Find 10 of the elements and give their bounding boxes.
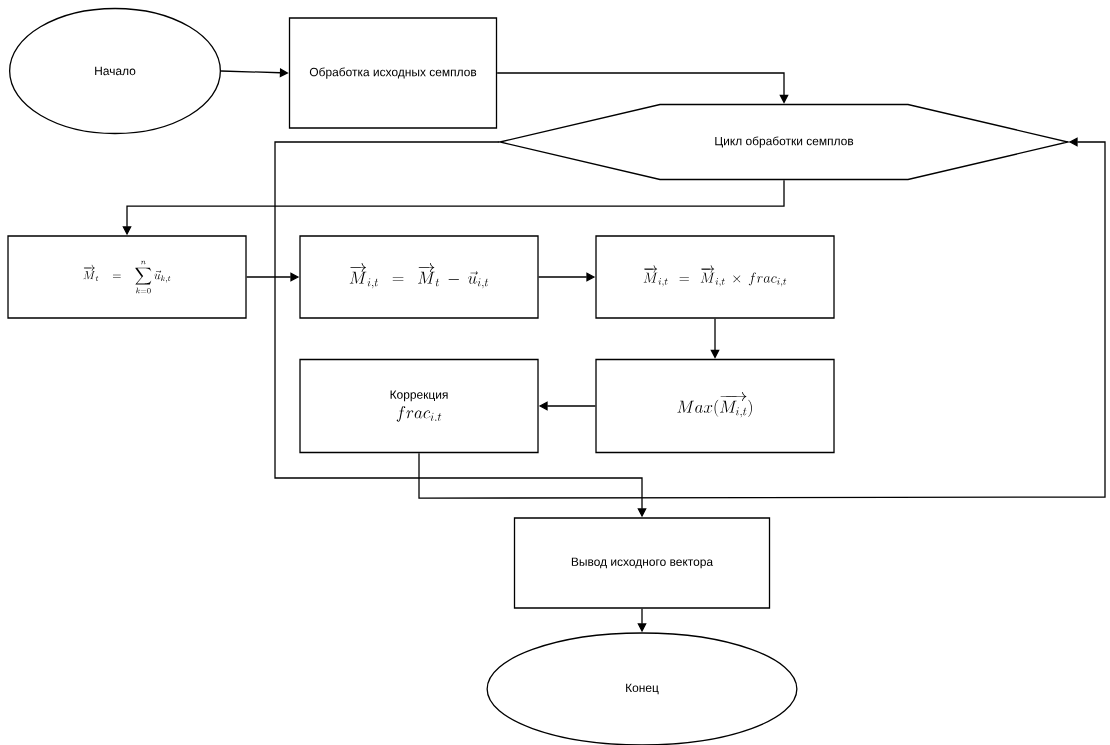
process-box: Коррекция $frac_{i.t}$ <box>299 358 539 454</box>
process-box: $\overrightarrow{M}_{i,t}=\overrightarrow{M}_{i,t}\times frac_{i,t}$ <box>595 235 835 319</box>
arrow <box>418 137 1106 499</box>
arrow <box>710 318 720 359</box>
arrow <box>496 72 789 104</box>
process-box: Обработка исходных семплов <box>288 17 498 129</box>
process-box: Вывод исходного вектора <box>513 517 771 609</box>
process-box: $\overrightarrow{M}_{i,t}=\overrightarrow{M}_{t}-\vec{u}_{i,t}$ <box>299 235 539 319</box>
process-box: $Max(\overrightarrow{M_{i,t}})$ <box>595 358 835 454</box>
process-box: $\overrightarrow{M}_{t}=\sum_{k=0}^{n}\vec{u}_{k,t}$ <box>7 235 247 319</box>
